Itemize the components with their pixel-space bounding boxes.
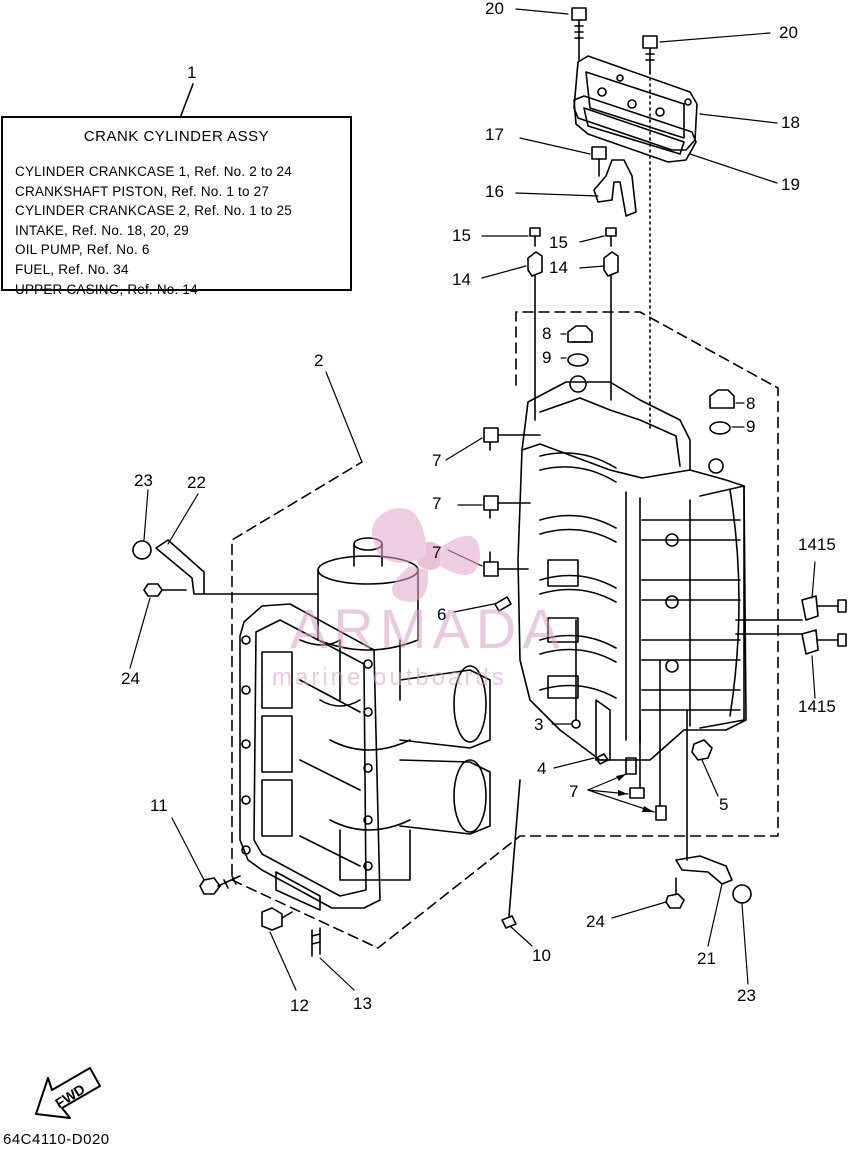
pin-4 (595, 753, 609, 765)
callout-24: 24 (121, 669, 140, 688)
box-leader (179, 83, 194, 119)
arrowheads (616, 774, 654, 812)
callout-16: 16 (485, 182, 504, 201)
intake-gasket (573, 95, 697, 163)
callout-21: 21 (697, 949, 716, 968)
assembly-ref-line: CYLINDER CRANKCASE 1, Ref. No. 2 to 24 (15, 164, 292, 179)
callout-7: 7 (432, 543, 442, 562)
dowel-3 (571, 719, 581, 729)
bracket-14-right (603, 251, 619, 401)
watermark-propeller (372, 508, 480, 602)
callout-24: 24 (586, 912, 605, 931)
washer-9-top (567, 353, 589, 367)
callout-10: 10 (532, 946, 551, 965)
leader-lines (129, 8, 816, 991)
assembly-ref-line: CRANKSHAFT PISTON, Ref. No. 1 to 27 (15, 183, 270, 199)
bolt-17 (591, 146, 607, 177)
assembly-title: CRANK CYLINDER ASSY (83, 128, 270, 145)
callout-19: 19 (781, 175, 800, 194)
assembly-ref-line: INTAKE, Ref. No. 18, 20, 29 (15, 222, 189, 238)
plug-8-top (567, 325, 593, 343)
assembly-ref-line: FUEL, Ref. No. 34 (15, 261, 129, 277)
callout-7: 7 (432, 451, 442, 470)
callout-14: 14 (549, 258, 568, 277)
callout-11: 11 (150, 796, 168, 815)
callout-6: 6 (437, 605, 447, 624)
callout-14: 14 (452, 270, 471, 289)
callout-7: 7 (569, 782, 579, 801)
fitting-7-b (483, 495, 531, 519)
dowel-10 (501, 915, 517, 929)
bracket-14-left (527, 251, 543, 421)
assembly-ref-line: CYLINDER CRANKCASE 2, Ref. No. 1 to 25 (15, 203, 292, 219)
callout-5: 5 (719, 795, 729, 814)
elbow-22 (155, 539, 319, 595)
clamp-16 (593, 159, 637, 217)
watermark-brand: ARMADA (290, 597, 566, 660)
callout-23: 23 (737, 986, 756, 1005)
callout-23: 23 (134, 471, 153, 490)
intake-cover (573, 55, 698, 151)
stud-13 (311, 927, 321, 957)
assembly-note-box: CRANK CYLINDER ASSY CYLINDER CRANKCASE 1… (1, 116, 352, 297)
anode-1415-top (735, 595, 847, 621)
callout-22: 22 (187, 473, 206, 492)
plug-12 (261, 907, 293, 931)
elbow-21 (675, 855, 733, 885)
callout-20: 20 (779, 23, 798, 42)
callout-12: 12 (290, 996, 309, 1015)
plug-8-right (709, 389, 735, 409)
callout-20: 20 (485, 0, 504, 18)
fitting-7-c (483, 551, 529, 577)
bolt-24-right (665, 877, 685, 909)
callout-1415: 1415 (798, 697, 836, 716)
diagram-code: 64C4110-D020 (3, 1131, 110, 1148)
callout-8: 8 (746, 394, 756, 413)
assembly-2-outline (231, 311, 779, 949)
callout-13: 13 (353, 994, 372, 1013)
bolt-15-left (529, 227, 541, 247)
callout-8: 8 (542, 324, 552, 343)
callout-1: 1 (187, 63, 197, 82)
fitting-7-a (483, 427, 541, 451)
assembly-ref-list: CYLINDER CRANKCASE 1, Ref. No. 2 to 24 C… (15, 162, 292, 299)
cap-23-right (732, 884, 752, 904)
callout-7: 7 (432, 494, 442, 513)
bolt-20-right (642, 35, 658, 73)
callout-15: 15 (549, 233, 568, 252)
callout-17: 17 (485, 125, 504, 144)
callout-2: 2 (314, 351, 324, 370)
bolt-24-left (143, 583, 187, 597)
nut-5 (691, 739, 713, 761)
bolt-11 (199, 875, 241, 895)
watermark-tagline: marine outboards (272, 664, 507, 691)
callout-15: 15 (452, 226, 471, 245)
callout-1415: 1415 (798, 535, 836, 554)
cylinder-block (517, 375, 747, 761)
anode-1415-bottom (735, 629, 847, 655)
fittings-7-d (625, 659, 667, 821)
callout-3: 3 (534, 715, 544, 734)
callout-9: 9 (542, 348, 552, 367)
crankcase-left (239, 603, 381, 911)
washer-9-right (709, 421, 731, 435)
callout-9: 9 (746, 417, 756, 436)
assembly-ref-line: UPPER CASING, Ref. No. 14 (15, 281, 198, 297)
fwd-arrow (35, 1067, 101, 1119)
plug-6 (494, 596, 512, 612)
cap-23-left (132, 540, 152, 560)
callout-4: 4 (537, 759, 547, 778)
assembly-ref-line: OIL PUMP, Ref. No. 6 (15, 242, 150, 258)
bolt-20-left (571, 7, 587, 61)
bolt-15-right (605, 227, 617, 247)
callout-18: 18 (781, 113, 800, 132)
